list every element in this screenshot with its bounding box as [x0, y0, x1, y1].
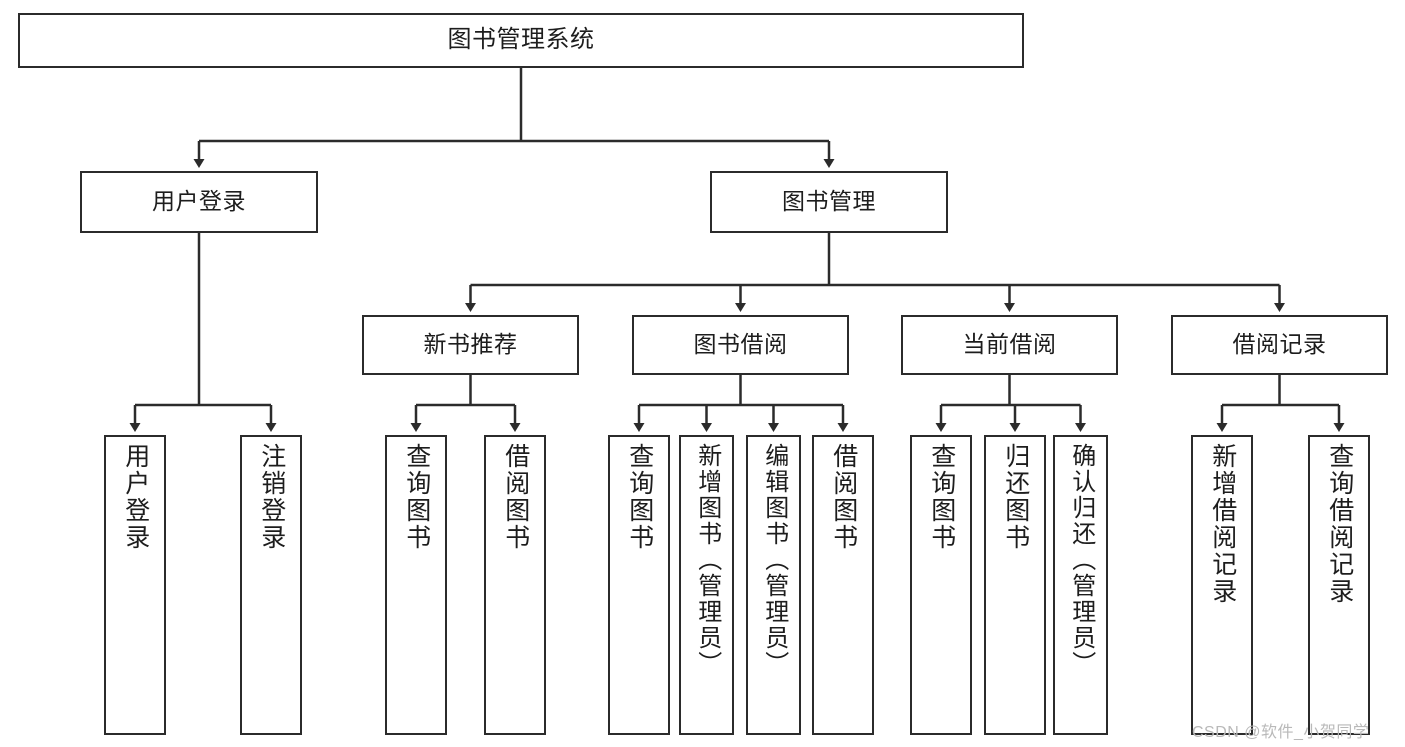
node-book-manage[interactable]: 图书管理 — [710, 171, 948, 233]
leaf-query-book-2[interactable]: 查询图书 — [608, 435, 670, 735]
csdn-watermark: CSDN @软件_小贺同学 — [1192, 724, 1370, 741]
leaf-borrow-book-1[interactable]: 借阅图书 — [484, 435, 546, 735]
node-label: 查询借阅记录 — [1325, 443, 1354, 605]
node-label: 查询图书 — [927, 443, 956, 551]
node-new-book-recommend[interactable]: 新书推荐 — [362, 315, 579, 375]
leaf-borrow-book-2[interactable]: 借阅图书 — [812, 435, 874, 735]
node-label: 归还图书 — [1001, 443, 1030, 551]
node-label: 注销登录 — [257, 443, 286, 551]
node-label: 编辑图书（管理员） — [760, 443, 788, 677]
node-label: 新增借阅记录 — [1208, 443, 1237, 605]
node-label: 确认归还（管理员） — [1067, 443, 1095, 677]
leaf-query-book-1[interactable]: 查询图书 — [385, 435, 447, 735]
node-label: 借阅图书 — [829, 443, 858, 551]
node-root[interactable]: 图书管理系统 — [18, 13, 1024, 68]
node-label: 查询图书 — [402, 443, 431, 551]
leaf-user-login[interactable]: 用户登录 — [104, 435, 166, 735]
leaf-return-book[interactable]: 归还图书 — [984, 435, 1046, 735]
node-current-borrow[interactable]: 当前借阅 — [901, 315, 1118, 375]
node-label: 用户登录 — [152, 188, 246, 215]
node-label: 图书管理系统 — [447, 26, 595, 54]
leaf-add-borrow-record[interactable]: 新增借阅记录 — [1191, 435, 1253, 735]
leaf-confirm-return[interactable]: 确认归还（管理员） — [1053, 435, 1108, 735]
node-label: 图书借阅 — [693, 331, 788, 358]
node-label: 查询图书 — [625, 443, 654, 551]
node-user-login[interactable]: 用户登录 — [80, 171, 318, 233]
node-book-borrow[interactable]: 图书借阅 — [632, 315, 849, 375]
leaf-query-borrow-record[interactable]: 查询借阅记录 — [1308, 435, 1370, 735]
node-label: 借阅图书 — [501, 443, 530, 551]
leaf-add-book[interactable]: 新增图书（管理员） — [679, 435, 734, 735]
leaf-query-book-3[interactable]: 查询图书 — [910, 435, 972, 735]
node-label: 借阅记录 — [1232, 331, 1327, 358]
node-label: 用户登录 — [121, 443, 150, 551]
leaf-edit-book[interactable]: 编辑图书（管理员） — [746, 435, 801, 735]
leaf-logout[interactable]: 注销登录 — [240, 435, 302, 735]
node-label: 新书推荐 — [423, 331, 518, 358]
node-borrow-record[interactable]: 借阅记录 — [1171, 315, 1388, 375]
node-label: 新增图书（管理员） — [693, 443, 721, 677]
node-label: 当前借阅 — [962, 331, 1057, 358]
node-label: 图书管理 — [782, 188, 876, 215]
